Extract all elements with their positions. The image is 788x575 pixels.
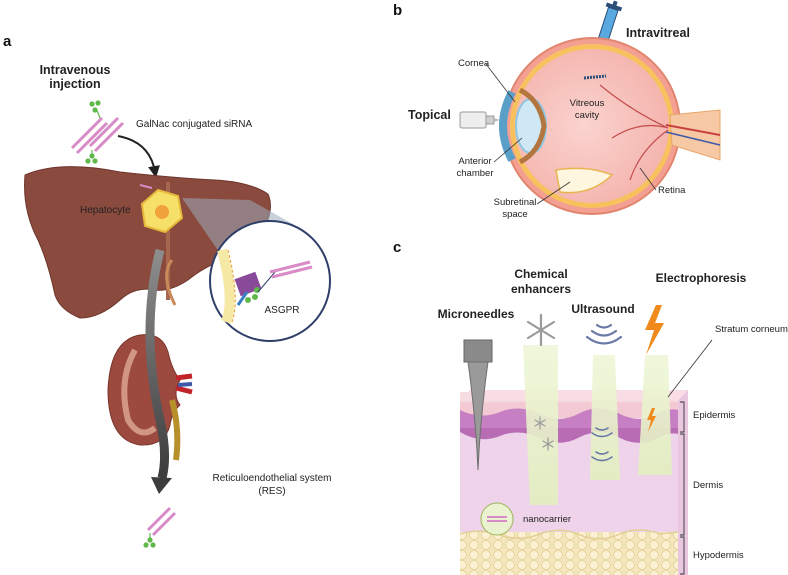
stratum-corneum-label: Stratum corneum (715, 324, 788, 335)
electrophoresis-label: Electrophoresis (656, 271, 747, 285)
layer-brackets (680, 401, 685, 575)
panel-b-letter: b (393, 2, 402, 19)
asgpr-label: ASGPR (264, 305, 299, 316)
injection-arrow-icon (117, 135, 160, 178)
route-label-injection: injection (49, 77, 100, 91)
panel-a: a Intravenous injection GalNac conjugate… (3, 33, 331, 548)
lightning-small-icon (647, 408, 656, 432)
nanocarrier-icon (480, 502, 514, 536)
ultrasound-beam (590, 355, 620, 480)
galnac-label: GalNac conjugated siRNA (136, 119, 252, 130)
electrophoresis-beam (638, 355, 672, 475)
hepatocyte-label: Hepatocyte (80, 205, 131, 216)
asterisk-icon (526, 313, 556, 347)
intravitreal-label: Intravitreal (626, 26, 690, 40)
subretinal-label-line2: space (502, 209, 527, 220)
microneedles-label: Microneedles (438, 307, 515, 321)
ultrasound-label: Ultrasound (571, 302, 634, 316)
route-label-intravenous: Intravenous (40, 63, 111, 77)
panel-c: c Chemical enhancers Electrophoresis Mic… (393, 239, 788, 575)
res-label-line2: (RES) (258, 486, 285, 497)
subretinal-label-line1: Subretinal (494, 197, 537, 208)
microneedle-icon (463, 339, 493, 471)
vitreous-label-line1: Vitreous (570, 98, 605, 109)
panel-c-letter: c (393, 239, 401, 256)
panel-b: b Intravitreal Cornea (393, 0, 721, 220)
anterior-label-line2: chamber (457, 168, 494, 179)
res-label-line1: Reticuloendothelial system (213, 473, 332, 484)
chemical-label-line1: Chemical (514, 267, 567, 281)
topical-label: Topical (408, 108, 451, 122)
cornea-label: Cornea (458, 58, 490, 69)
eye-drop-bottle-icon (459, 111, 500, 129)
chemical-label-line2: enhancers (511, 282, 571, 296)
asgpr-zoom-circle (209, 220, 331, 342)
anterior-label-line1: Anterior (458, 156, 491, 167)
asterisk-small-icon (534, 416, 554, 451)
epidermis-label: Epidermis (693, 410, 735, 421)
ultrasound-wave-icon (585, 323, 623, 345)
excreted-sirna-icon (143, 506, 177, 548)
panel-a-letter: a (3, 33, 12, 50)
ultrasound-wave-small-icon (591, 427, 613, 462)
galnac-sirna-icon (70, 100, 125, 164)
lightning-icon (645, 305, 664, 355)
eye-illustration (499, 37, 721, 215)
vitreous-label-line2: cavity (575, 110, 600, 121)
clearance-arrowhead (151, 477, 172, 494)
nanocarrier-label: nanocarrier (523, 514, 571, 525)
clearance-arrow-icon (145, 248, 170, 480)
stratum-pointer (667, 339, 713, 398)
retina-label: Retina (658, 185, 686, 196)
hypodermis-label: Hypodermis (693, 550, 744, 561)
dermis-label: Dermis (693, 480, 723, 491)
